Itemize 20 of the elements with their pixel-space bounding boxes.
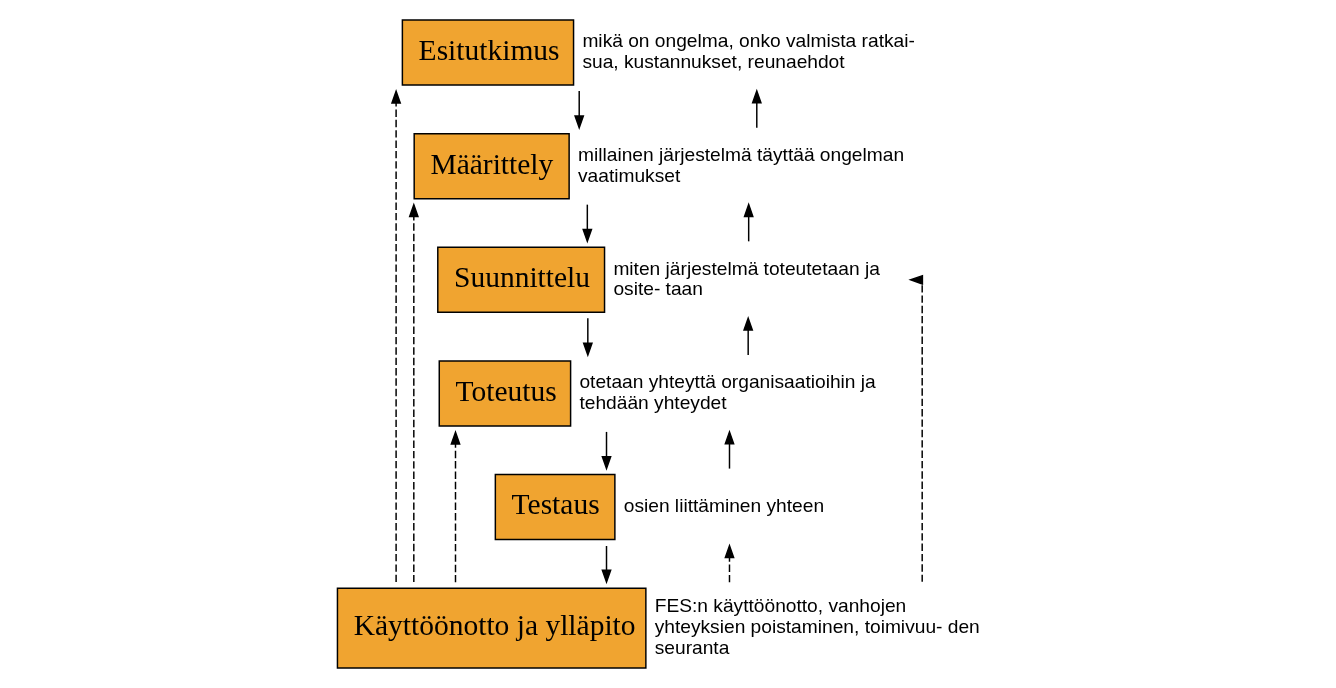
arrow bbox=[601, 431, 612, 471]
arrow bbox=[582, 317, 593, 358]
arrow bbox=[408, 202, 419, 583]
arrow bbox=[743, 202, 754, 243]
arrow bbox=[574, 90, 585, 130]
arrow bbox=[724, 429, 735, 470]
arrow bbox=[582, 203, 593, 244]
arrow bbox=[908, 274, 924, 583]
node-label: osien liittäminen yhteen bbox=[623, 495, 825, 517]
node-label: millainen järjestelmä täyttää ongelman vaatimukset bbox=[577, 143, 905, 186]
node-label: mikä on ongelma, onko valmista ratkai- sua, kustannukset, reunaehdot bbox=[582, 30, 915, 72]
arrow bbox=[390, 88, 402, 583]
arrow bbox=[751, 88, 762, 129]
arrow bbox=[743, 316, 754, 356]
node-label: FES:n käyttöönotto, vanhojen yhteyksien poistaminen, toimivuu- den seuranta bbox=[654, 595, 980, 658]
node-label: miten järjestelmä toteutetaan ja osite- taan bbox=[613, 257, 880, 300]
arrow bbox=[724, 543, 735, 584]
arrow bbox=[450, 429, 461, 583]
node-label: otetaan yhteyttä organisaatioihin ja tehdään yhteydet bbox=[579, 371, 876, 413]
arrow bbox=[601, 545, 612, 585]
